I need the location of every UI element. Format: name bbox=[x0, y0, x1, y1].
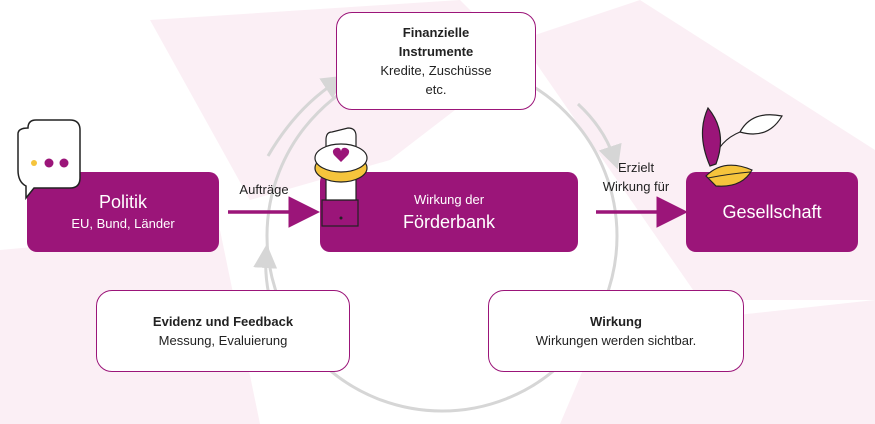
cycle-arrow-top-right bbox=[576, 102, 622, 170]
node-finanzielle-instrumente: Finanzielle Instrumente Kredite, Zuschüs… bbox=[336, 12, 536, 110]
speech-bubble-icon bbox=[17, 119, 81, 201]
hand-heart-coin-icon bbox=[314, 127, 368, 227]
politik-title: Politik bbox=[98, 192, 147, 212]
gesellschaft-title: Gesellschaft bbox=[722, 202, 822, 222]
node-foerderbank: Wirkung der Förderbank bbox=[320, 172, 578, 252]
wirkung-body: Wirkungen werden sichtbar. bbox=[535, 333, 697, 348]
node-evidenz-feedback: Evidenz und Feedback Messung, Evaluierun… bbox=[96, 290, 350, 372]
instrumente-body-line1: Kredite, Zuschüsse bbox=[380, 63, 492, 78]
instrumente-title-line1: Finanzielle bbox=[402, 25, 470, 40]
evidenz-title: Evidenz und Feedback bbox=[152, 314, 294, 329]
edge-label-erzielt: Erzielt Wirkung für bbox=[588, 158, 684, 196]
cycle-arrow-top-left bbox=[266, 75, 347, 157]
edge-label-erzielt-line2: Wirkung für bbox=[602, 179, 670, 194]
edge-label-erzielt-line1: Erzielt bbox=[617, 160, 655, 175]
node-wirkung: Wirkung Wirkungen werden sichtbar. bbox=[488, 290, 744, 372]
instrumente-body-line2: etc. bbox=[425, 82, 447, 97]
leaves-icon bbox=[701, 106, 783, 187]
politik-subtitle: EU, Bund, Länder bbox=[71, 216, 175, 231]
edge-label-auftraege: Aufträge bbox=[239, 182, 289, 197]
foerderbank-title-line2: Förderbank bbox=[402, 212, 496, 232]
instrumente-title-line2: Instrumente bbox=[398, 44, 474, 59]
wirkung-title: Wirkung bbox=[590, 314, 642, 329]
evidenz-body: Messung, Evaluierung bbox=[158, 333, 288, 348]
foerderbank-title-line1: Wirkung der bbox=[413, 192, 485, 207]
